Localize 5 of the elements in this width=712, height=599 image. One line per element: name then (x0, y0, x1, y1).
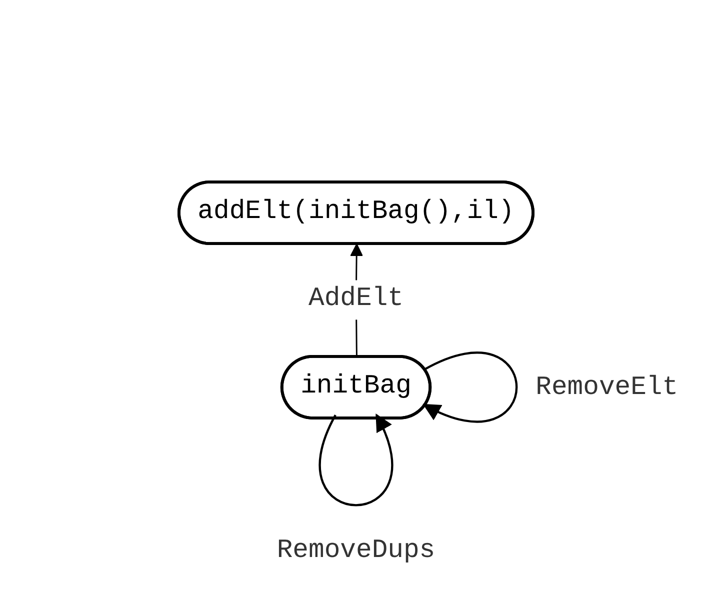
edge-label: AddElt (308, 284, 404, 314)
self-loop-arrow (422, 351, 518, 422)
edge-label: RemoveDups (276, 534, 436, 564)
edge-label: RemoveElt (536, 372, 678, 402)
self-loop-arrow (318, 412, 394, 506)
